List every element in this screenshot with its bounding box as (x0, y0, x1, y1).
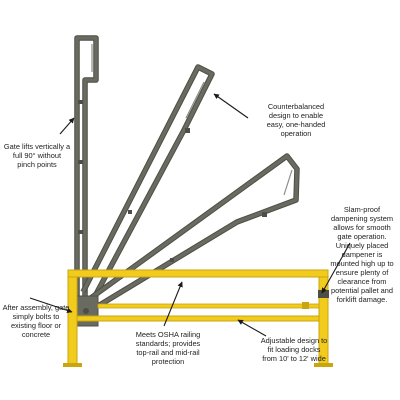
callout-slam-proof: Slam-proof dampening system allows for s… (330, 205, 394, 304)
callout-gate-lifts: Gate lifts vertically a full 90° without… (3, 142, 71, 169)
arrow-gate-lifts (59, 117, 75, 135)
safety-rail (63, 269, 333, 367)
gate-upper-diagonal-position (80, 64, 215, 298)
arrow-counterbalanced (213, 93, 249, 119)
callout-adjustable: Adjustable design to fit loading docks f… (260, 336, 328, 363)
callout-counterbalanced: Counterbalanced design to enable easy, o… (266, 102, 326, 138)
callout-after-assembly: After assembly, gate simply bolts to exi… (2, 303, 70, 339)
annotation-arrows (29, 93, 351, 337)
gate-lower-diagonal-position (86, 153, 300, 309)
arrow-slam-proof (321, 242, 351, 294)
gate-vertical-position (74, 35, 99, 322)
arrow-adjustable (237, 319, 267, 337)
arrow-after-assembly (29, 297, 73, 314)
arrow-osha (163, 281, 183, 327)
callout-osha: Meets OSHA railing standards; provides t… (135, 330, 201, 366)
